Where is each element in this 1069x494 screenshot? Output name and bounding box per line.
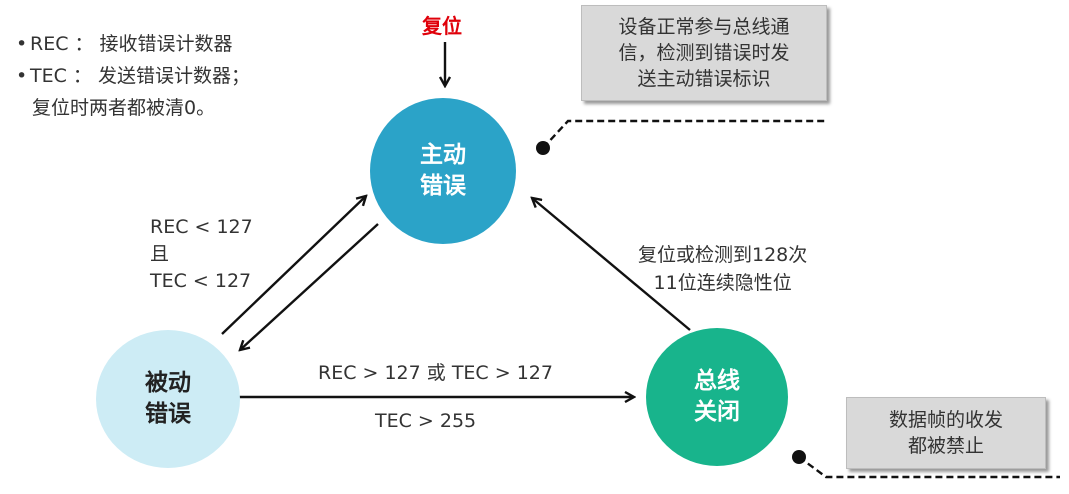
error-active-note: 设备正常参与总线通 信，检测到错误时发 送主动错误标识 bbox=[581, 5, 827, 101]
reset-label: 复位 bbox=[422, 14, 462, 38]
busoff-note-connector bbox=[798, 456, 1060, 479]
state-error-active: 主动 错误 bbox=[370, 98, 516, 244]
active-note-connector bbox=[542, 119, 826, 149]
passive-to-busoff-condition: REC > 127 或 TEC > 127 bbox=[318, 362, 553, 384]
active-to-passive-arrow bbox=[240, 223, 379, 350]
state-error-passive: 被动 错误 bbox=[96, 330, 240, 468]
state-bus-off: 总线 关闭 bbox=[646, 328, 788, 466]
legend-item-rec: •REC ： 接收错误计数器 bbox=[16, 33, 233, 55]
passive-to-active-arrow bbox=[221, 196, 366, 335]
legend-continuation: 复位时两者都被清0。 bbox=[32, 97, 216, 119]
busoff-to-active-condition: 复位或检测到128次 11位连续隐性位 bbox=[638, 244, 808, 294]
legend-item-tec: •TEC ： 发送错误计数器； bbox=[16, 65, 250, 87]
busoff-threshold-condition: TEC > 255 bbox=[375, 410, 477, 432]
busoff-to-active-arrow bbox=[532, 198, 691, 331]
legend: •REC ： 接收错误计数器 •TEC ： 发送错误计数器； 复位时两者都被清0… bbox=[16, 28, 250, 124]
passive-to-active-condition: REC < 127 且 TEC < 127 bbox=[150, 216, 253, 292]
bus-off-note: 数据帧的收发 都被禁止 bbox=[846, 397, 1046, 469]
